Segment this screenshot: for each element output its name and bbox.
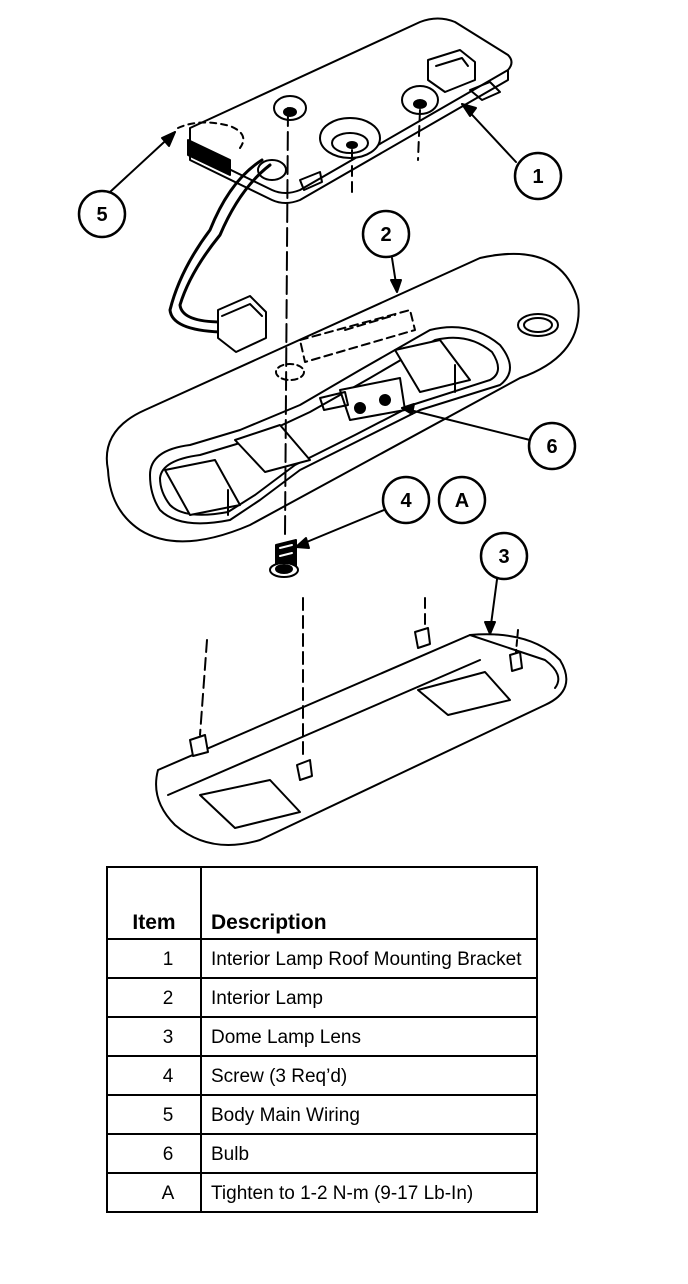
svg-text:A: A bbox=[455, 490, 469, 512]
dome-lamp-lens-part bbox=[155, 597, 568, 846]
svg-text:2: 2 bbox=[380, 224, 391, 246]
svg-text:1: 1 bbox=[532, 166, 543, 188]
legend-row: 2 Interior Lamp bbox=[106, 977, 538, 1018]
callout-4: 4 bbox=[381, 475, 431, 525]
legend-row: A Tighten to 1-2 N-m (9-17 Lb-In) bbox=[106, 1172, 538, 1213]
legend-row: 6 Bulb bbox=[106, 1133, 538, 1174]
description-column-header: Description bbox=[200, 866, 538, 940]
exploded-view-diagram: 1 2 3 4 5 6 A bbox=[77, 17, 580, 846]
screw-part bbox=[269, 107, 299, 578]
legend-item: 3 bbox=[106, 1016, 202, 1057]
svg-text:3: 3 bbox=[498, 546, 509, 568]
legend-description: Body Main Wiring bbox=[200, 1094, 538, 1135]
callout-a: A bbox=[437, 475, 487, 525]
interior-lamp-part bbox=[105, 252, 580, 543]
callout-1: 1 bbox=[513, 151, 563, 201]
legend-item: 4 bbox=[106, 1055, 202, 1096]
callout-5: 5 bbox=[77, 189, 127, 239]
callout-6: 6 bbox=[527, 421, 577, 471]
legend-item: 5 bbox=[106, 1094, 202, 1135]
svg-text:6: 6 bbox=[546, 436, 557, 458]
legend-description: Interior Lamp Roof Mounting Bracket bbox=[200, 938, 538, 979]
callout-2: 2 bbox=[361, 209, 411, 259]
wiring-harness-part bbox=[168, 121, 272, 353]
svg-text:4: 4 bbox=[400, 490, 412, 512]
legend-description: Tighten to 1-2 N-m (9-17 Lb-In) bbox=[200, 1172, 538, 1213]
legend-description: Bulb bbox=[200, 1133, 538, 1174]
legend-description: Dome Lamp Lens bbox=[200, 1016, 538, 1057]
legend-row: 3 Dome Lamp Lens bbox=[106, 1016, 538, 1057]
legend-description: Interior Lamp bbox=[200, 977, 538, 1018]
legend-item: 6 bbox=[106, 1133, 202, 1174]
mounting-bracket-part bbox=[187, 17, 513, 204]
parts-legend-table: Item Description 1 Interior Lamp Roof Mo… bbox=[106, 866, 538, 1213]
legend-row: 4 Screw (3 Req’d) bbox=[106, 1055, 538, 1096]
legend-row: 5 Body Main Wiring bbox=[106, 1094, 538, 1135]
legend-row: 1 Interior Lamp Roof Mounting Bracket bbox=[106, 938, 538, 979]
callout-3: 3 bbox=[479, 531, 529, 581]
legend-description: Screw (3 Req’d) bbox=[200, 1055, 538, 1096]
legend-header-row: Item Description bbox=[106, 866, 538, 940]
leader-lines bbox=[109, 103, 531, 635]
svg-text:5: 5 bbox=[96, 204, 107, 226]
legend-item: 1 bbox=[106, 938, 202, 979]
legend-item: 2 bbox=[106, 977, 202, 1018]
legend-item: A bbox=[106, 1172, 202, 1213]
item-column-header: Item bbox=[106, 866, 202, 940]
